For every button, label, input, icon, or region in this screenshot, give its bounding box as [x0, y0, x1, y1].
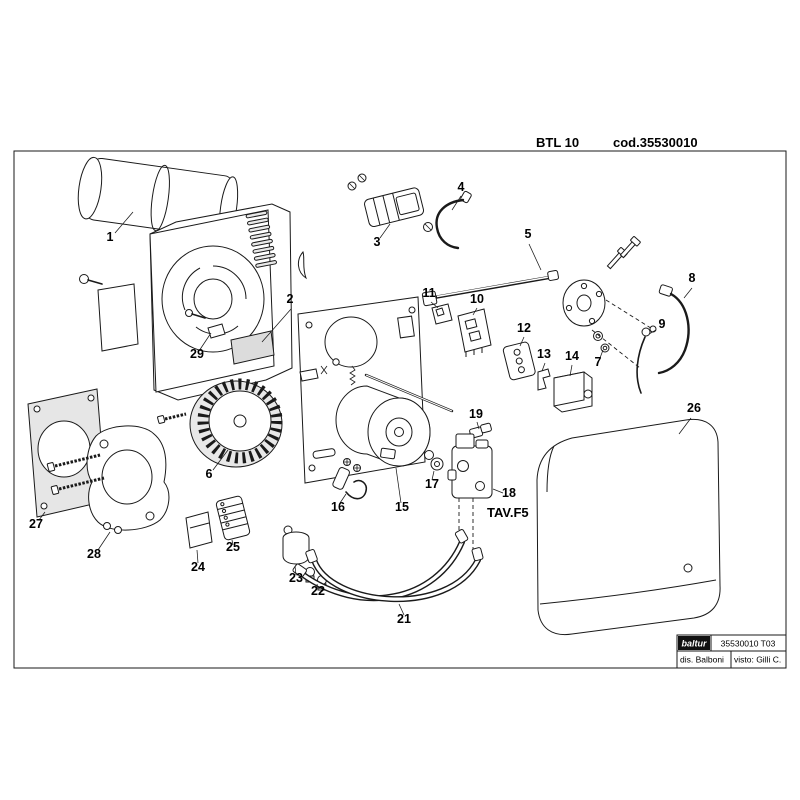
screw-fan — [157, 412, 187, 424]
air-damper-plate — [230, 330, 275, 365]
part-label-7: 7 — [595, 355, 602, 369]
side-gasket — [97, 283, 139, 352]
part-24-cover-clip — [185, 511, 213, 549]
part-11-microswitch — [431, 303, 453, 325]
part-label-12: 12 — [517, 321, 531, 335]
flange-bolts — [46, 453, 105, 495]
part-23-filter — [282, 525, 310, 565]
part-17-coupling — [424, 450, 444, 471]
part-label-28: 28 — [87, 547, 101, 561]
part-2-housing — [149, 203, 293, 401]
part-label-2: 2 — [287, 292, 294, 306]
part-label-14: 14 — [565, 349, 579, 363]
title-block: baltur 35530010 T03 dis. Balboni visto: … — [676, 634, 787, 669]
part-8-cable — [657, 284, 690, 375]
part-label-15: 15 — [395, 500, 409, 514]
part-label-25: 25 — [226, 540, 240, 554]
part-16-wire-clip — [332, 467, 368, 500]
part-label-21: 21 — [397, 612, 411, 626]
part-6-fan-wheel — [189, 378, 283, 468]
part-label-23: 23 — [289, 571, 303, 585]
part-label-6: 6 — [206, 467, 213, 481]
part-4-cable — [435, 190, 472, 250]
part-number-labels: 1 2 3 4 5 6 7 8 9 10 11 12 13 14 15 16 1… — [29, 180, 701, 626]
part-18-pump-valve — [447, 433, 493, 552]
part-label-13: 13 — [537, 347, 551, 361]
housing-louvres — [245, 210, 277, 268]
tav-label: TAV.F5 — [487, 505, 529, 520]
part-25-terminal-strip — [215, 495, 251, 541]
part-label-24: 24 — [191, 560, 205, 574]
approved-by: visto: Gilli C. — [734, 655, 781, 665]
leader-lines — [38, 195, 693, 616]
part-14-control-box — [553, 371, 593, 413]
plate-hardware — [320, 358, 454, 472]
hook-clip — [298, 251, 308, 280]
part-label-29: 29 — [190, 347, 204, 361]
code-label: cod.35530010 — [613, 135, 698, 150]
part-label-27: 27 — [29, 517, 43, 531]
part-label-18: 18 — [502, 486, 516, 500]
assembly-axis-2 — [591, 329, 641, 369]
part-1-blast-tube — [77, 156, 239, 239]
part-28-flange — [86, 425, 170, 534]
part-label-5: 5 — [525, 227, 532, 241]
screw-housing-left — [79, 274, 103, 285]
part-13-clip — [537, 368, 551, 391]
part-label-8: 8 — [689, 271, 696, 285]
brand-label: baltur — [681, 639, 706, 649]
nozzle-flange-disc — [562, 236, 641, 353]
part-label-16: 16 — [331, 500, 345, 514]
part-label-19: 19 — [469, 407, 483, 421]
part-label-1: 1 — [107, 230, 114, 244]
assembly-axis-1 — [605, 299, 655, 331]
part-label-26: 26 — [687, 401, 701, 415]
part-21-hoses — [292, 529, 484, 602]
part-label-22: 22 — [311, 584, 325, 598]
part-label-11: 11 — [422, 286, 435, 300]
part-15-motor — [335, 385, 431, 467]
flange-screw-2 — [619, 236, 641, 259]
part-label-3: 3 — [374, 235, 381, 249]
spring — [349, 365, 356, 386]
part-label-10: 10 — [470, 292, 484, 306]
part-3-ignition-unit — [347, 173, 433, 232]
part-label-9: 9 — [659, 317, 666, 331]
part-label-17: 17 — [425, 477, 439, 491]
washer-7a — [593, 331, 603, 341]
model-label: BTL 10 — [536, 135, 579, 150]
brand-logo-cell — [678, 636, 710, 650]
part-label-4: 4 — [458, 180, 465, 194]
doc-number: 35530010 T03 — [721, 639, 776, 649]
washer-7b — [600, 343, 610, 353]
part-5-photocell-lead — [421, 270, 559, 307]
part-12-bracket — [502, 341, 536, 381]
part-26-cover — [536, 418, 721, 636]
screw-housing-inner — [185, 309, 206, 319]
drawn-by: dis. Balboni — [680, 655, 724, 665]
